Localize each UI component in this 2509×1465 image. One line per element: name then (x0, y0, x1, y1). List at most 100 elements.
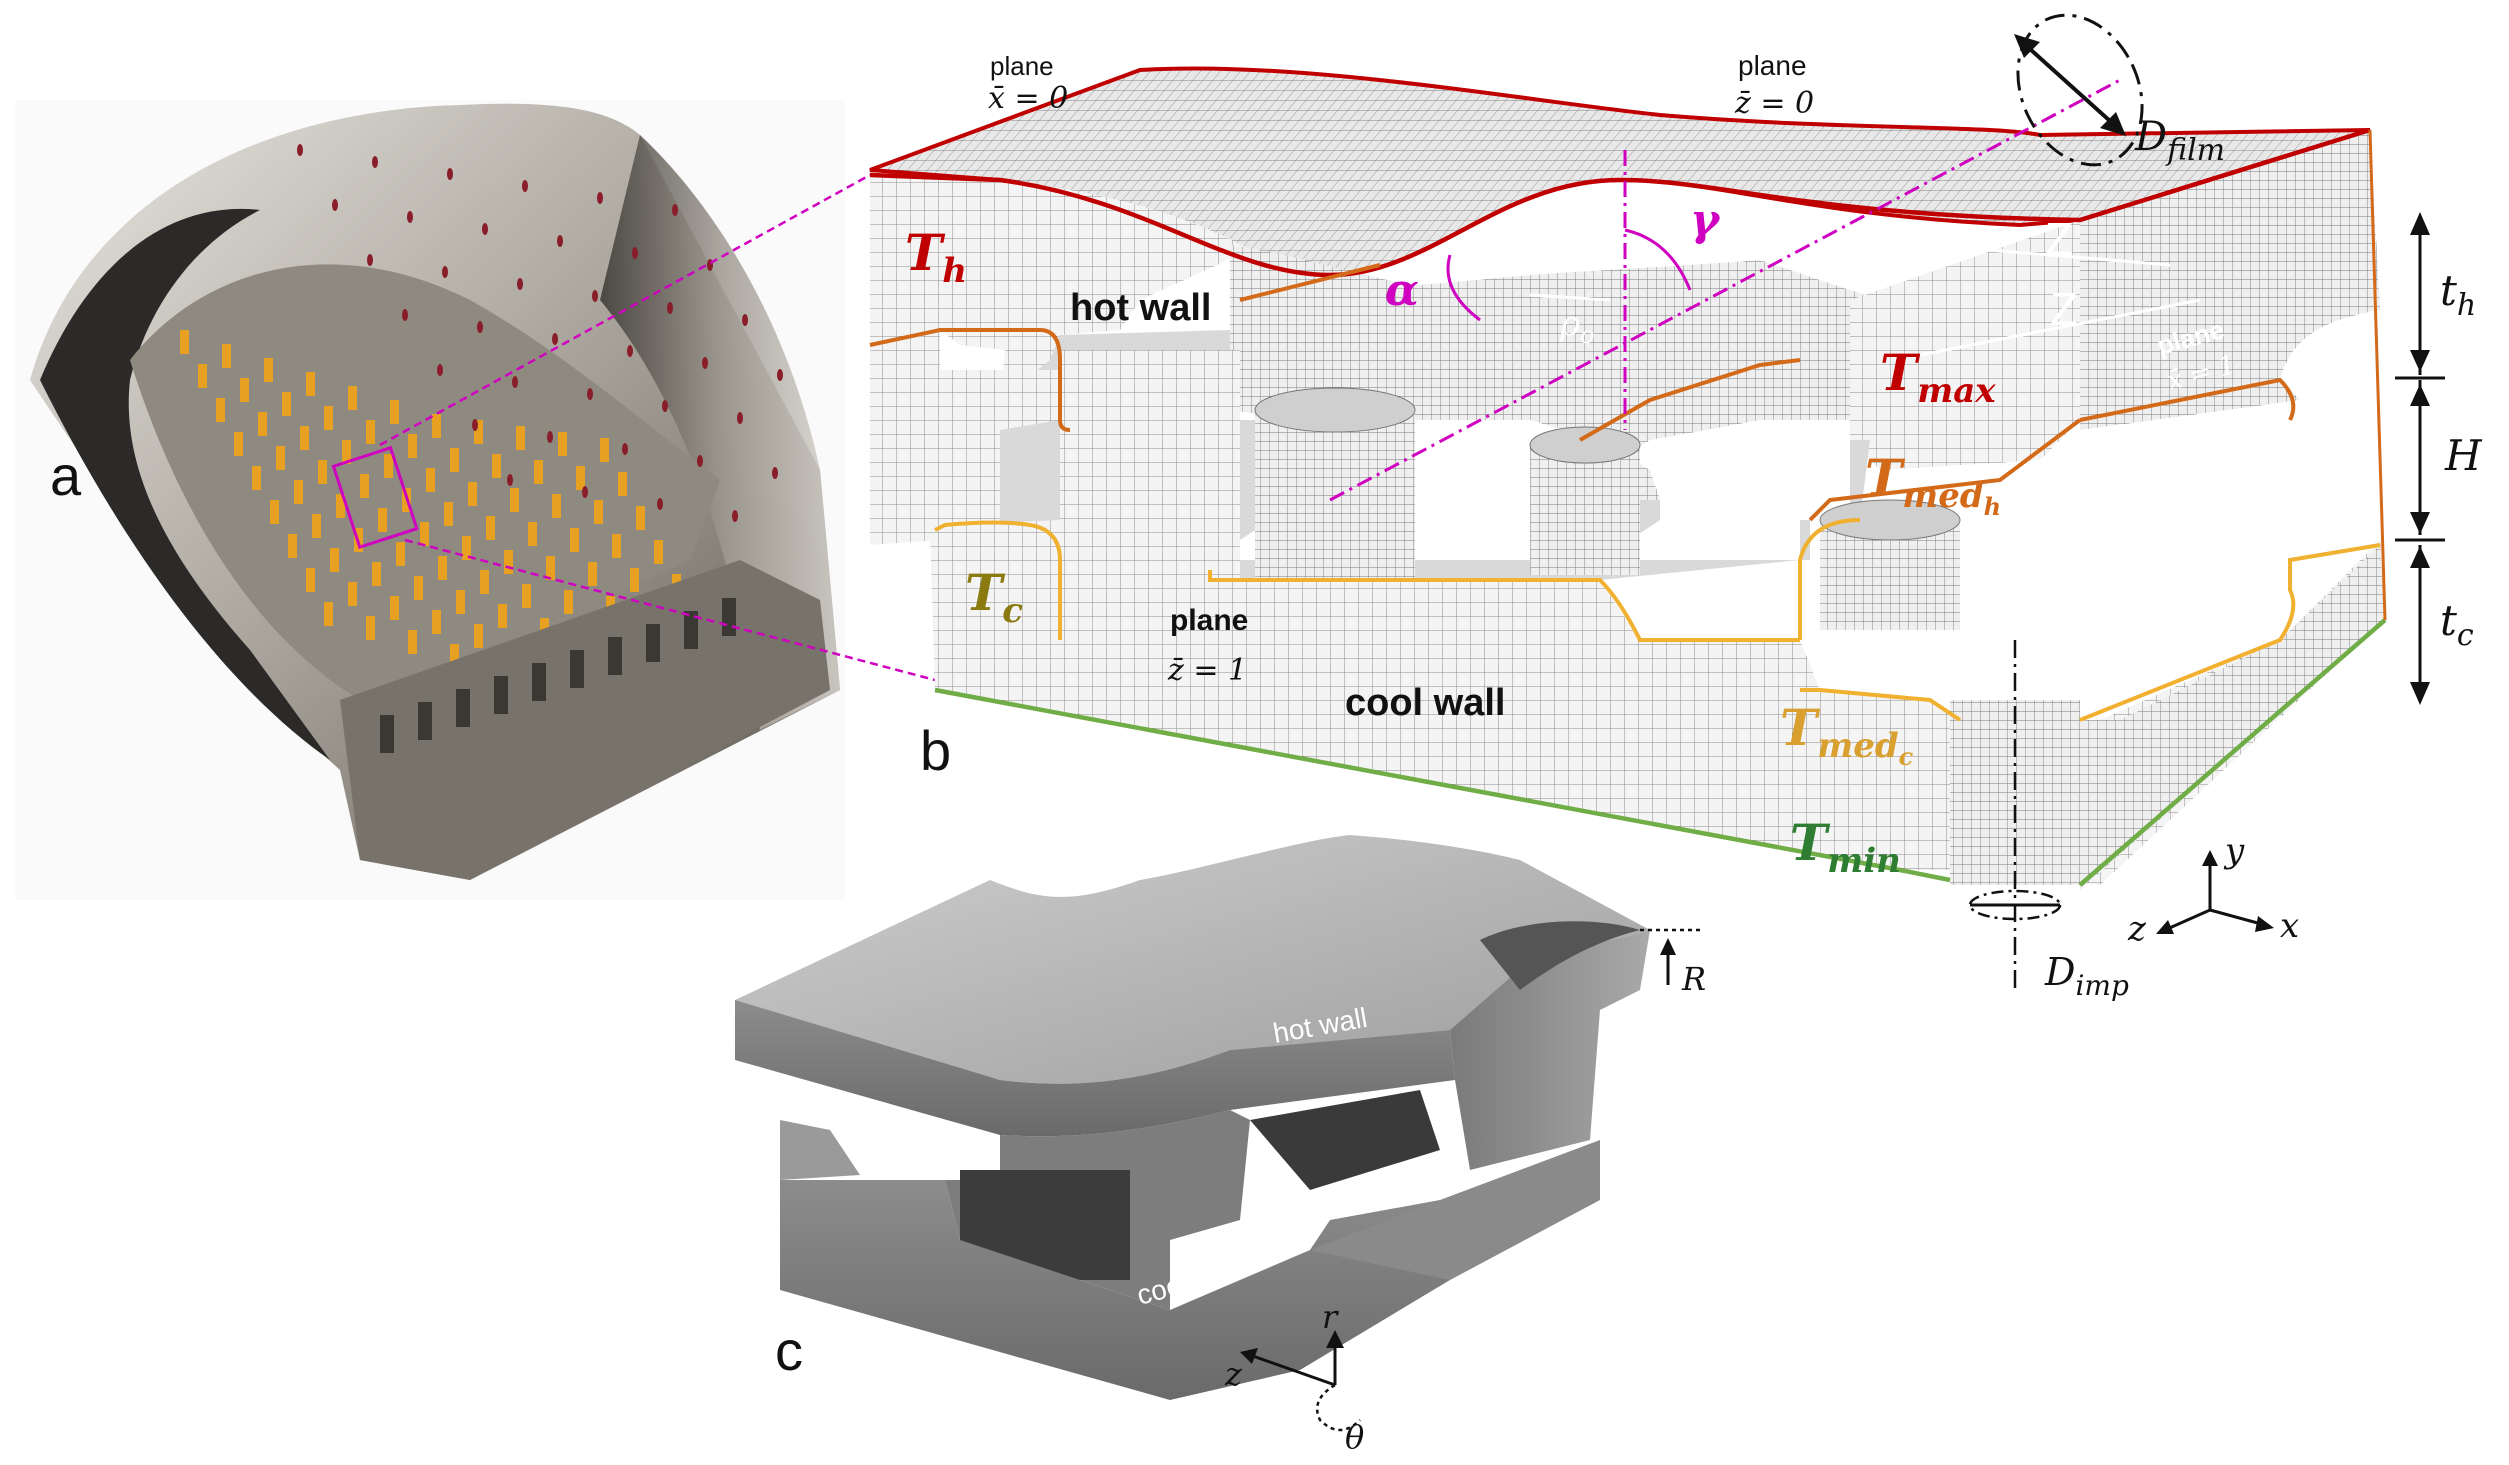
pedestal-pin (336, 494, 345, 518)
pedestal-pin (450, 448, 459, 472)
pedestal-pin (504, 550, 513, 574)
pedestal-pin (564, 590, 573, 614)
cool-wall-right-face (2080, 545, 2385, 890)
film-hole (662, 400, 668, 412)
c-hot-wall-front (735, 1000, 1455, 1137)
pedestal-pin (222, 344, 231, 368)
film-hole (442, 266, 448, 278)
film-hole (622, 443, 628, 455)
pedestal-pin (360, 474, 369, 498)
D-film-arrow (2018, 38, 2122, 132)
pedestal-pin (450, 644, 459, 668)
impingement-hole (1950, 700, 2080, 885)
bottom-lip (340, 560, 830, 880)
film-hole (407, 211, 413, 223)
label-rho-o-2: ρo (1954, 629, 1989, 674)
pedestal-pin (492, 454, 501, 478)
panel-label-b: b (920, 719, 951, 782)
pedestal-pin (480, 570, 489, 594)
pedestal-pin (318, 460, 327, 484)
label-alpha: α (1385, 265, 1419, 316)
pedestal-pin (498, 604, 507, 628)
film-hole (512, 376, 518, 388)
film-hole (447, 168, 453, 180)
c-cool-wall-top-left (780, 1120, 860, 1180)
film-hole (367, 254, 373, 266)
label-hot-wall: hot wall (1070, 287, 1211, 329)
pedestal-pin (390, 400, 399, 424)
label-plane-z0-word: plane (1738, 50, 1807, 81)
film-hole (332, 199, 338, 211)
pedestal-pin (270, 500, 279, 524)
pedestal-pin (462, 536, 471, 560)
label-t-h: th (2440, 266, 2476, 323)
label-cool-wall: cool wall (1345, 682, 1505, 724)
c-axis-label-r: r (1322, 1298, 1339, 1336)
label-Z-2: Z (2050, 283, 2078, 335)
impingement-slot (570, 650, 584, 688)
film-hole-ellipse (2016, 13, 2144, 167)
label-t-c: tc (2440, 596, 2474, 653)
label-D-ped: Dped (2244, 505, 2316, 549)
film-holes (297, 144, 783, 522)
pedestal-pin (468, 482, 477, 506)
pedestal-1-top (1254, 387, 1416, 433)
impingement-slot (494, 676, 508, 714)
pedestal-pin (486, 516, 495, 540)
c-cavity-2 (1250, 1090, 1440, 1190)
T-medh-edge (869, 263, 2082, 522)
label-D-imp: Dimp (2044, 950, 2129, 1002)
T-medc-edge (934, 518, 2381, 722)
pedestal-pin (630, 568, 639, 592)
label-T-h: Th (905, 223, 967, 291)
selection-box (331, 445, 419, 550)
hot-wall-center-face (1230, 245, 1880, 500)
zoom-line-top (379, 173, 871, 447)
label-T-medc: Tmedc (1780, 698, 1914, 771)
film-hole (477, 321, 483, 333)
pedestal-pin (558, 432, 567, 456)
axis-label-y-b: y (2223, 831, 2245, 871)
c-right-side (1450, 930, 1650, 1170)
label-T-medh: Tmedh (1865, 448, 2001, 521)
panel-b-meshed-unit-cell (869, 13, 2445, 990)
pedestal-pin (366, 616, 375, 640)
c-R-arrowhead (1660, 938, 1676, 955)
impingement-slot (380, 715, 394, 753)
film-hole (582, 486, 588, 498)
pedestal-pin (198, 364, 207, 388)
impingement-slot (418, 702, 432, 740)
film-hole (732, 510, 738, 522)
pedestal-pin (408, 434, 417, 458)
film-hole (702, 357, 708, 369)
pedestal-pin (522, 584, 531, 608)
pedestal-pin (456, 590, 465, 614)
axes-c-theta-arc (1315, 1383, 1361, 1432)
film-hole (632, 247, 638, 259)
pedestal-pin (546, 556, 555, 580)
gamma-arc (1624, 228, 1692, 291)
pedestal-pin (432, 414, 441, 438)
pedestal-pin (474, 624, 483, 648)
pedestal-pin (576, 466, 585, 490)
pedestal-pin (600, 438, 609, 462)
label-Z-1: Z (2045, 213, 2073, 265)
film-hole (552, 333, 558, 345)
pedestal-pin (258, 412, 267, 436)
pedestal-pin (426, 468, 435, 492)
film-hole (557, 235, 563, 247)
zoom-line-bottom (404, 538, 936, 682)
film-hole (437, 364, 443, 376)
pedestal-pin (276, 446, 285, 470)
c-axis-label-z: z (1224, 1355, 1243, 1393)
pedestal-pin (396, 542, 405, 566)
pedestal-pin (432, 610, 441, 634)
axes-b-arrowheads (2156, 850, 2274, 934)
film-hole (372, 156, 378, 168)
pedestal-pin (366, 420, 375, 444)
pedestal-pin (588, 562, 597, 586)
pedestal-pin (282, 392, 291, 416)
pedestal-pin (390, 596, 399, 620)
c-axis-label-theta: θ (1345, 1418, 1364, 1456)
